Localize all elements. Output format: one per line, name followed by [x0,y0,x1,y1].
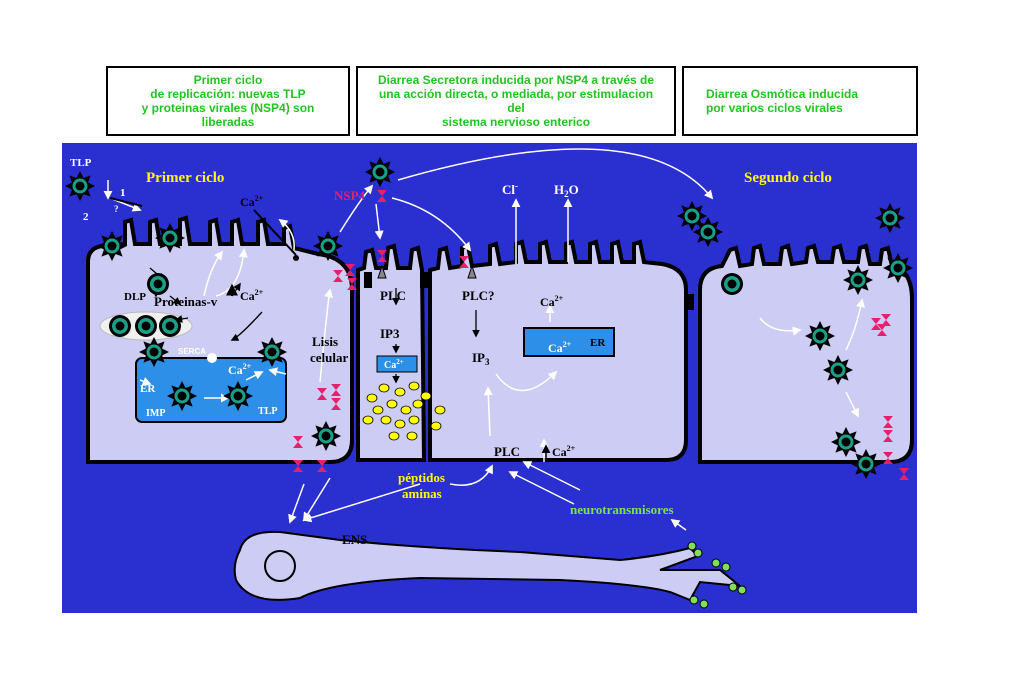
label-cl: Cl [502,182,515,197]
caption-secretory-text: Diarrea Secretora inducida por NSP4 a tr… [377,73,655,129]
caption-secretory-diarrhea: Diarrea Secretora inducida por NSP4 a tr… [356,66,676,136]
label-question: ? [114,204,119,214]
label-ca-mid: Ca [240,289,255,303]
caption-osmotic-text: Diarrea Osmótica inducida por varios cic… [706,87,859,115]
caption-first-cycle-text: Primer ciclo de replicación: nuevas TLP … [141,73,315,129]
label-ca-bottom: Ca [552,445,567,459]
caption-osmotic-diarrhea: Diarrea Osmótica inducida por varios cic… [682,66,918,136]
label-primer-ciclo: Primer ciclo [146,170,224,186]
peptide-vesicles [362,381,446,441]
label-h2o-sub: 2 [564,189,569,199]
label-er-right: ER [590,337,606,349]
label-segundo-ciclo: Segundo ciclo [744,170,832,186]
label-ca-bottom-sup: 2+ [567,444,576,453]
label-proteinas-v: Proteinas-v [154,294,218,309]
entry-line [109,197,143,207]
label-neurotransmisores: neurotransmisores [570,502,674,517]
ens-nucleus [264,550,296,582]
ca-channel-line [253,209,297,256]
label-ca-mid-sup: 2+ [255,288,264,297]
label-dlp: DLP [124,291,146,303]
er-right [523,327,615,357]
svg-text:Cl-: Cl- [502,181,518,197]
serca-pump [207,353,217,363]
label-plc-question: PLC? [462,288,495,303]
label-peptidos: péptidos [398,470,445,485]
label-celular: celular [310,350,348,365]
tight-junction [686,294,694,310]
label-lisis: Lisis [312,334,338,349]
flow-arrows [103,148,865,531]
receptor-middle [377,264,387,279]
label-tlp-top: TLP [70,157,92,169]
label-ca-er-right: Ca [548,341,563,355]
label-step2: 2 [83,211,89,223]
label-ca-box: Ca [384,360,396,371]
label-serca: SERCA [178,347,206,356]
svg-text:Ca2+: Ca2+ [228,362,252,377]
svg-text:Ca2+: Ca2+ [240,194,264,209]
label-step1: 1 [120,187,126,199]
svg-text:Ca2+: Ca2+ [240,288,264,303]
label-plc-bottom: PLC [494,444,520,459]
svg-text:Ca2+: Ca2+ [540,294,564,309]
label-ca-box-sup: 2+ [396,358,404,366]
label-cl-sup: - [515,181,518,191]
label-h2o-o: O [569,182,579,197]
label-nsp4: NSP4 [334,188,366,203]
label-h2o-h: H [554,182,564,197]
svg-text:H2O: H2O [554,182,579,199]
tight-junction [420,272,428,288]
label-ca-right: Ca [540,295,555,309]
caption-first-cycle: Primer ciclo de replicación: nuevas TLP … [106,66,350,136]
svg-text:IP3: IP3 [472,350,490,367]
svg-text:Ca2+: Ca2+ [548,340,572,355]
label-tlp-er: TLP [258,406,277,417]
ca-store-box [376,355,418,373]
label-ens: ENS [342,532,367,547]
tight-junction [364,272,372,288]
label-ca-er: Ca [228,363,243,377]
receptor-right [467,264,477,279]
label-ip3-mid: IP3 [380,326,400,341]
ens-neuron [233,530,744,602]
label-imp: IMP [146,408,165,419]
label-ca-right-sup: 2+ [555,294,564,303]
synaptic-vesicles [687,541,747,609]
label-plc-mid: PLC [380,288,406,303]
svg-text:Ca2+: Ca2+ [552,444,576,459]
label-er-left: ER [140,383,156,395]
ca-channel [293,255,299,261]
label-aminas: aminas [402,486,442,501]
svg-text:Ca2+: Ca2+ [384,358,404,371]
label-ca-er-sup: 2+ [243,362,252,371]
label-ca-er-right-sup: 2+ [563,340,572,349]
label-ip3-right-sub: 3 [485,357,490,367]
label-ca-top-sup: 2+ [255,194,264,203]
label-ca-top: Ca [240,195,255,209]
label-ip3-right: IP [472,350,485,365]
